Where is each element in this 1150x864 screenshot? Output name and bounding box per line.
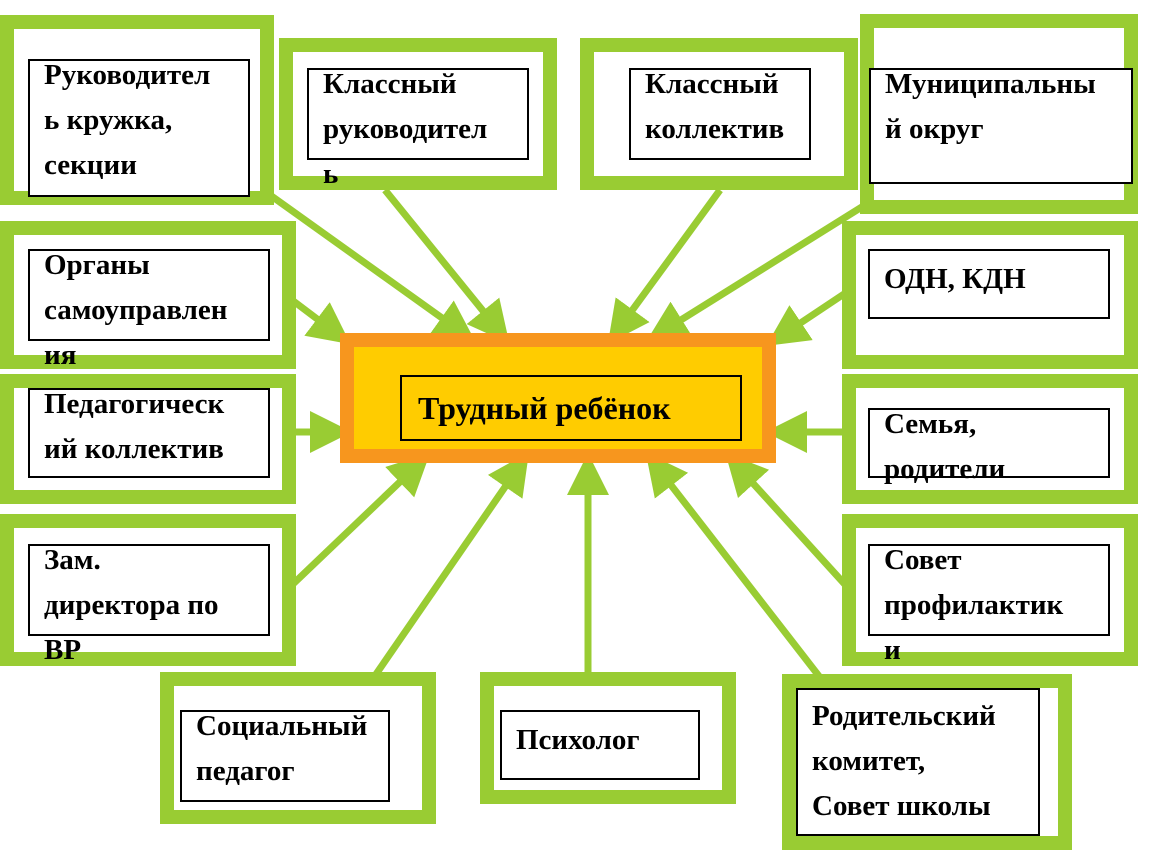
center-node: Трудный ребёнок [340,333,776,463]
node-psychologist: Психолог [480,672,736,804]
node-odn-kdn: ОДН, КДН [842,221,1138,369]
node-class-teacher: Классный руководител ь [279,38,557,190]
arrow-class-collective [607,187,723,344]
label-deputy-director: Зам. директора по ВР [28,544,270,666]
node-teaching-staff: Педагогическ ий коллектив [0,374,296,504]
label-family: Семья, родители [868,408,1110,485]
arrow-deputy-director [289,453,431,588]
arrow-odn-kdn [766,287,852,346]
arrow-parent-committee [645,452,825,683]
node-class-collective: Классный коллектив [580,38,858,190]
arrow-class-teacher [382,187,510,344]
arrow-social-pedagogue [369,452,529,682]
label-psychologist: Психолог [500,710,700,780]
label-prevention-council: Совет профилактик и [868,544,1110,666]
node-family: Семья, родители [842,374,1138,504]
node-social-pedagogue: Социальный педагог [160,672,436,824]
node-self-government: Органы самоуправлен ия [0,221,296,371]
label-municipal-district: Муниципальны й округ [869,68,1133,184]
label-class-collective: Классный коллектив [629,68,811,160]
center-node-inner: Трудный ребёнок [352,345,764,451]
node-parent-committee: Родительский комитет, Совет школы [782,674,1072,850]
center-label: Трудный ребёнок [400,375,742,441]
arrow-club-leader [267,192,476,343]
label-parent-committee: Родительский комитет, Совет школы [796,688,1040,836]
label-social-pedagogue: Социальный педагог [180,710,390,802]
node-prevention-council: Совет профилактик и [842,514,1138,666]
label-teaching-staff: Педагогическ ий коллектив [28,388,270,478]
label-self-government: Органы самоуправлен ия [28,249,270,371]
label-odn-kdn: ОДН, КДН [868,249,1110,319]
arrow-municipal [646,202,867,342]
label-class-teacher: Классный руководител ь [307,68,529,190]
arrow-prevention-council [725,452,853,593]
arrow-self-government [289,297,351,345]
label-club-leader: Руководител ь кружка, секции [28,59,250,197]
node-deputy-director: Зам. директора по ВР [0,514,296,666]
node-club-leader: Руководител ь кружка, секции [0,15,274,205]
node-municipal-district: Муниципальны й округ [860,14,1138,214]
